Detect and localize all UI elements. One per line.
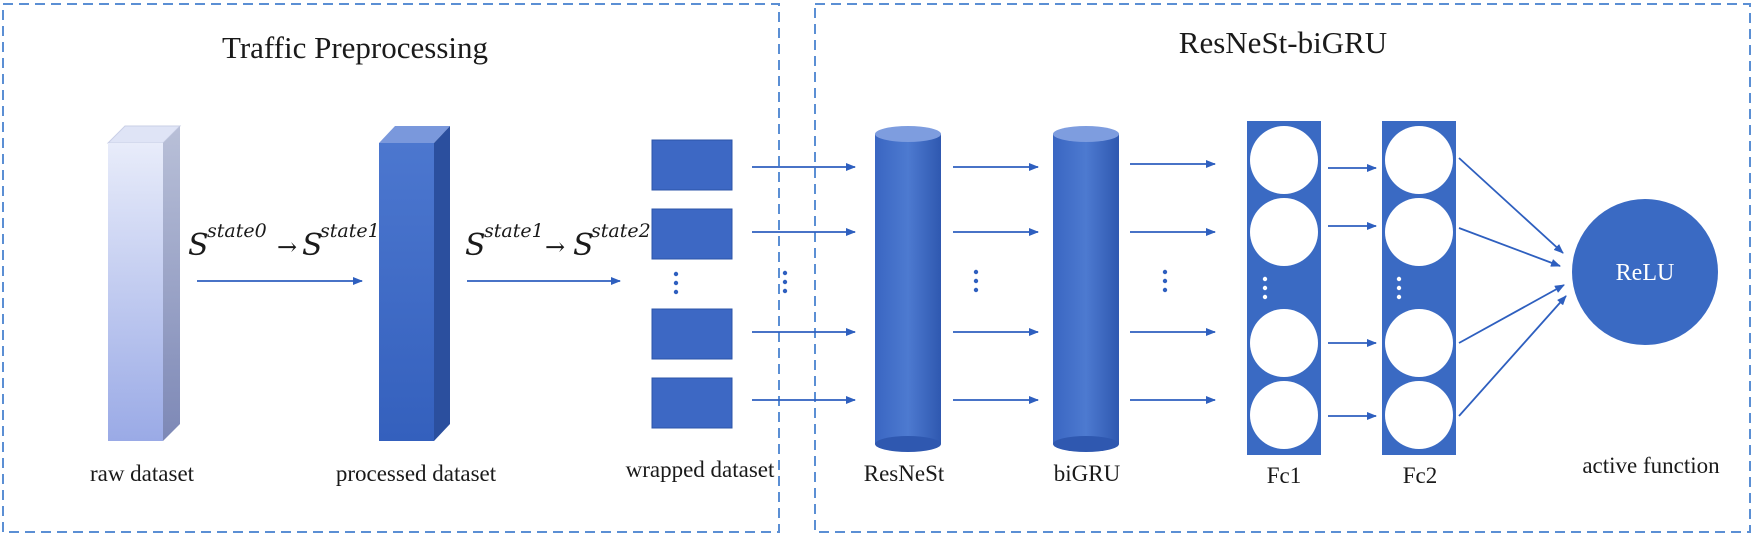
resnest-cylinder <box>875 126 941 452</box>
raw-dataset-block <box>106 125 182 441</box>
bigru-label: biGRU <box>1054 461 1121 486</box>
ellipsis-dots <box>673 271 679 295</box>
preprocessing-panel <box>2 3 780 533</box>
model-panel <box>814 3 1751 533</box>
fc1-label: Fc1 <box>1267 463 1302 488</box>
neuron <box>1250 309 1318 377</box>
t2-from: S <box>465 228 486 263</box>
wrapped-dataset-blocks <box>651 139 733 429</box>
wrapped-block <box>651 377 733 429</box>
raw-dataset-label: raw dataset <box>90 461 195 486</box>
t1-arrow: → <box>277 233 297 261</box>
t2-to: S <box>573 228 594 263</box>
t1-from: S <box>188 228 209 263</box>
wrapped-block <box>651 308 733 360</box>
fc1-layer <box>1247 121 1321 455</box>
ellipsis-dots <box>973 269 979 293</box>
relu-label: ReLU <box>1616 260 1675 286</box>
t1-to: S <box>302 228 323 263</box>
model-title: ResNeSt-biGRU <box>1179 25 1387 60</box>
wrapped-dataset-label: wrapped dataset <box>626 457 775 482</box>
t2-from-sup: state1 <box>484 220 544 242</box>
relu-node <box>1572 199 1718 345</box>
neuron <box>1250 126 1318 194</box>
neuron <box>1250 198 1318 266</box>
t1-to-sup: state1 <box>320 220 380 242</box>
arrows-to-fc1 <box>1130 160 1216 404</box>
state-transition-1: S state0 → S state1 <box>188 220 380 263</box>
ellipsis-dots <box>1262 276 1268 300</box>
active-function-label: active function <box>1582 453 1720 478</box>
ellipsis-dots <box>1396 276 1402 300</box>
processed-dataset-block <box>379 126 450 441</box>
ellipsis-dots <box>1162 269 1168 293</box>
neuron <box>1385 309 1453 377</box>
processed-dataset-label: processed dataset <box>336 461 497 486</box>
ellipsis-dots <box>782 270 788 294</box>
t2-to-sup: state2 <box>591 220 651 242</box>
preprocessing-title: Traffic Preprocessing <box>222 30 488 65</box>
neuron <box>1385 198 1453 266</box>
t1-from-sup: state0 <box>207 220 267 242</box>
wrapped-block <box>651 208 733 260</box>
arrows-to-bigru <box>953 163 1039 404</box>
resnest-label: ResNeSt <box>864 461 945 486</box>
arrows-to-fc2 <box>1328 164 1377 420</box>
fc2-label: Fc2 <box>1403 463 1438 488</box>
arrows-to-resnest <box>752 163 856 404</box>
neuron <box>1385 381 1453 449</box>
t2-arrow: → <box>545 233 565 261</box>
arrows-to-relu <box>1458 157 1567 417</box>
bigru-cylinder <box>1053 126 1119 452</box>
state-transition-2: S state1 → S state2 <box>465 220 651 263</box>
neuron <box>1250 381 1318 449</box>
wrapped-block <box>651 139 733 191</box>
fc2-layer <box>1382 121 1456 455</box>
neuron <box>1385 126 1453 194</box>
